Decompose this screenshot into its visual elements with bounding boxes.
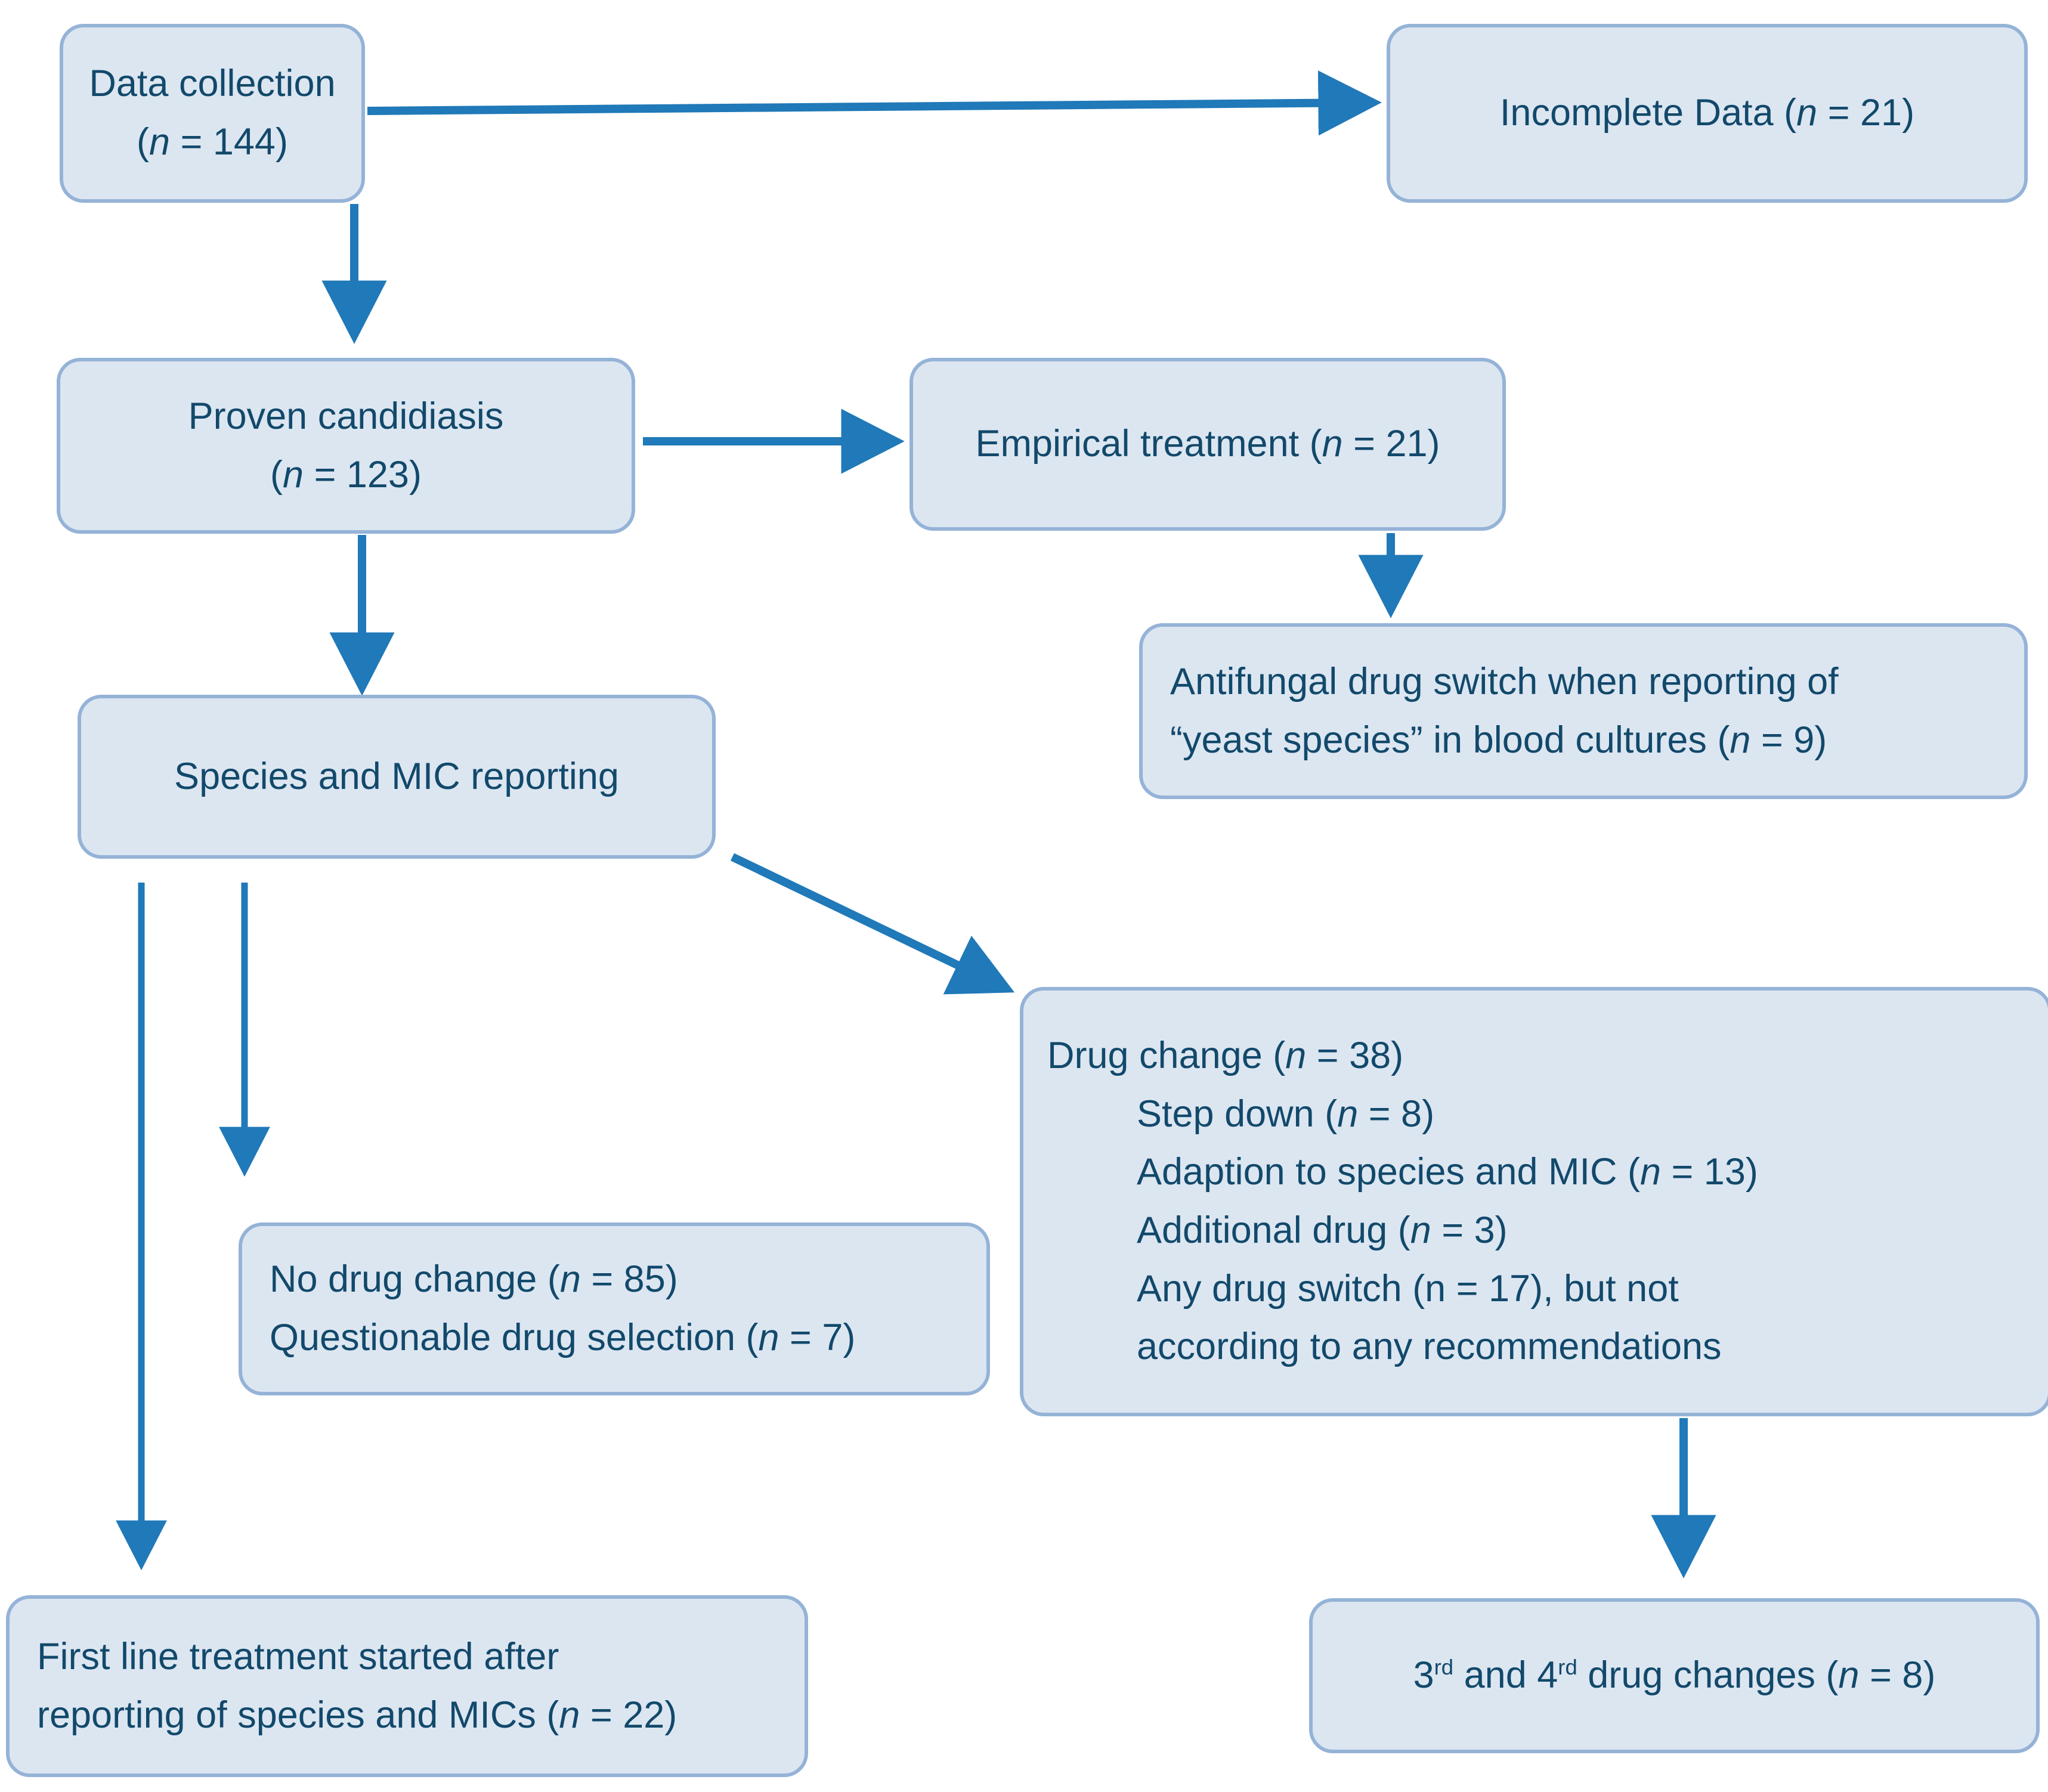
- node-first-line-treatment[interactable]: First line treatment started after repor…: [6, 1595, 808, 1777]
- node-drug-change-line-3: Adaption to species and MIC (n = 13): [1137, 1151, 1758, 1193]
- node-drug-change-line-4: Additional drug (n = 3): [1137, 1209, 1508, 1251]
- node-empirical-treatment[interactable]: Empirical treatment (n = 21): [909, 358, 1506, 531]
- node-third-fourth-drug-changes[interactable]: 3rd and 4rd drug changes (n = 8): [1309, 1598, 2040, 1753]
- node-incomplete-data[interactable]: Incomplete Data (n = 21): [1387, 24, 2028, 203]
- node-species-mic-reporting[interactable]: Species and MIC reporting: [78, 695, 716, 859]
- node-empirical-treatment-line-1: Empirical treatment (n = 21): [975, 423, 1440, 465]
- node-third-fourth-line-1: 3rd and 4rd drug changes (n = 8): [1413, 1654, 1936, 1697]
- node-drug-change-line-2: Step down (n = 8): [1137, 1092, 1435, 1135]
- node-first-line-treatment-line-1: First line treatment started after: [37, 1635, 559, 1678]
- node-data-collection-line-2: (n = 144): [137, 121, 288, 163]
- edge-data-collection-to-incomplete-data: [367, 70, 1382, 136]
- node-antifungal-line-2: “yeast species” in blood cultures (n = 9…: [1170, 719, 1827, 761]
- node-proven-candidiasis[interactable]: Proven candidiasis (n = 123): [57, 358, 635, 534]
- node-no-drug-change[interactable]: No drug change (n = 85) Questionable dru…: [239, 1222, 990, 1395]
- node-no-drug-change-line-1: No drug change (n = 85): [270, 1258, 678, 1301]
- node-drug-change-line-6: according to any recommendations: [1137, 1326, 1722, 1368]
- node-incomplete-data-line-1: Incomplete Data (n = 21): [1499, 92, 1915, 134]
- node-drug-change-line-5: Any drug switch (n = 17), but not: [1137, 1267, 1679, 1310]
- node-antifungal-drug-switch[interactable]: Antifungal drug switch when reporting of…: [1139, 623, 2028, 799]
- node-proven-candidiasis-line-2: (n = 123): [270, 453, 422, 496]
- node-data-collection[interactable]: Data collection (n = 144): [60, 24, 365, 203]
- node-first-line-treatment-line-2: reporting of species and MICs (n = 22): [37, 1694, 677, 1736]
- edge-species-mic-to-drug-change: [730, 853, 1015, 995]
- node-species-mic-line-1: Species and MIC reporting: [174, 755, 619, 797]
- node-proven-candidiasis-line-1: Proven candidiasis: [188, 395, 504, 437]
- node-no-drug-change-line-2: Questionable drug selection (n = 7): [270, 1317, 856, 1358]
- node-data-collection-line-1: Data collection: [89, 63, 336, 105]
- node-drug-change[interactable]: Drug change (n = 38) Step down (n = 8) A…: [1020, 987, 2048, 1416]
- node-antifungal-line-1: Antifungal drug switch when reporting of: [1170, 660, 1839, 702]
- node-drug-change-line-1: Drug change (n = 38): [1047, 1035, 1404, 1077]
